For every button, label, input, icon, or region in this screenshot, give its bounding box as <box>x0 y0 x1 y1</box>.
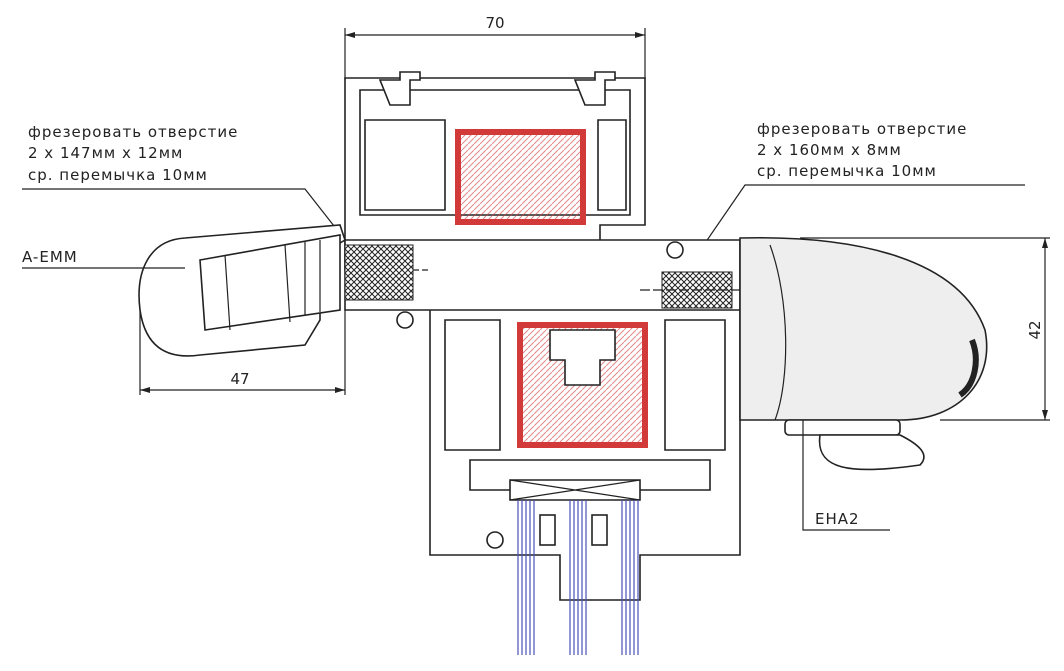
right-handle-label: EHA2 <box>815 510 860 528</box>
note-left-line1: фрезеровать отверстие <box>28 123 238 141</box>
note-right: фрезеровать отверстие 2 x 160мм x 8мм ср… <box>689 120 1025 266</box>
right-handle-eha2: 42 EHA2 <box>739 236 1050 531</box>
glazing <box>517 500 639 655</box>
note-left-line2: 2 x 147мм x 12мм <box>28 144 183 162</box>
milling-zone-left <box>344 244 414 301</box>
note-left: фрезеровать отверстие 2 x 147мм x 12мм с… <box>22 123 346 241</box>
left-handle-label: A-EMM <box>22 248 78 266</box>
note-left-line3: ср. перемычка 10мм <box>28 166 208 184</box>
dimension-left-label: 47 <box>230 370 249 388</box>
note-right-line1: фрезеровать отверстие <box>757 120 967 138</box>
sash-profile <box>344 239 741 601</box>
dimension-top-width: 70 <box>344 14 646 80</box>
left-handle-a-emm: A-EMM 47 <box>22 224 346 395</box>
dimension-top-label: 70 <box>485 14 504 32</box>
note-right-line3: ср. перемычка 10мм <box>757 162 937 180</box>
note-right-line2: 2 x 160мм x 8мм <box>757 141 902 159</box>
dimension-right-label: 42 <box>1026 320 1044 339</box>
